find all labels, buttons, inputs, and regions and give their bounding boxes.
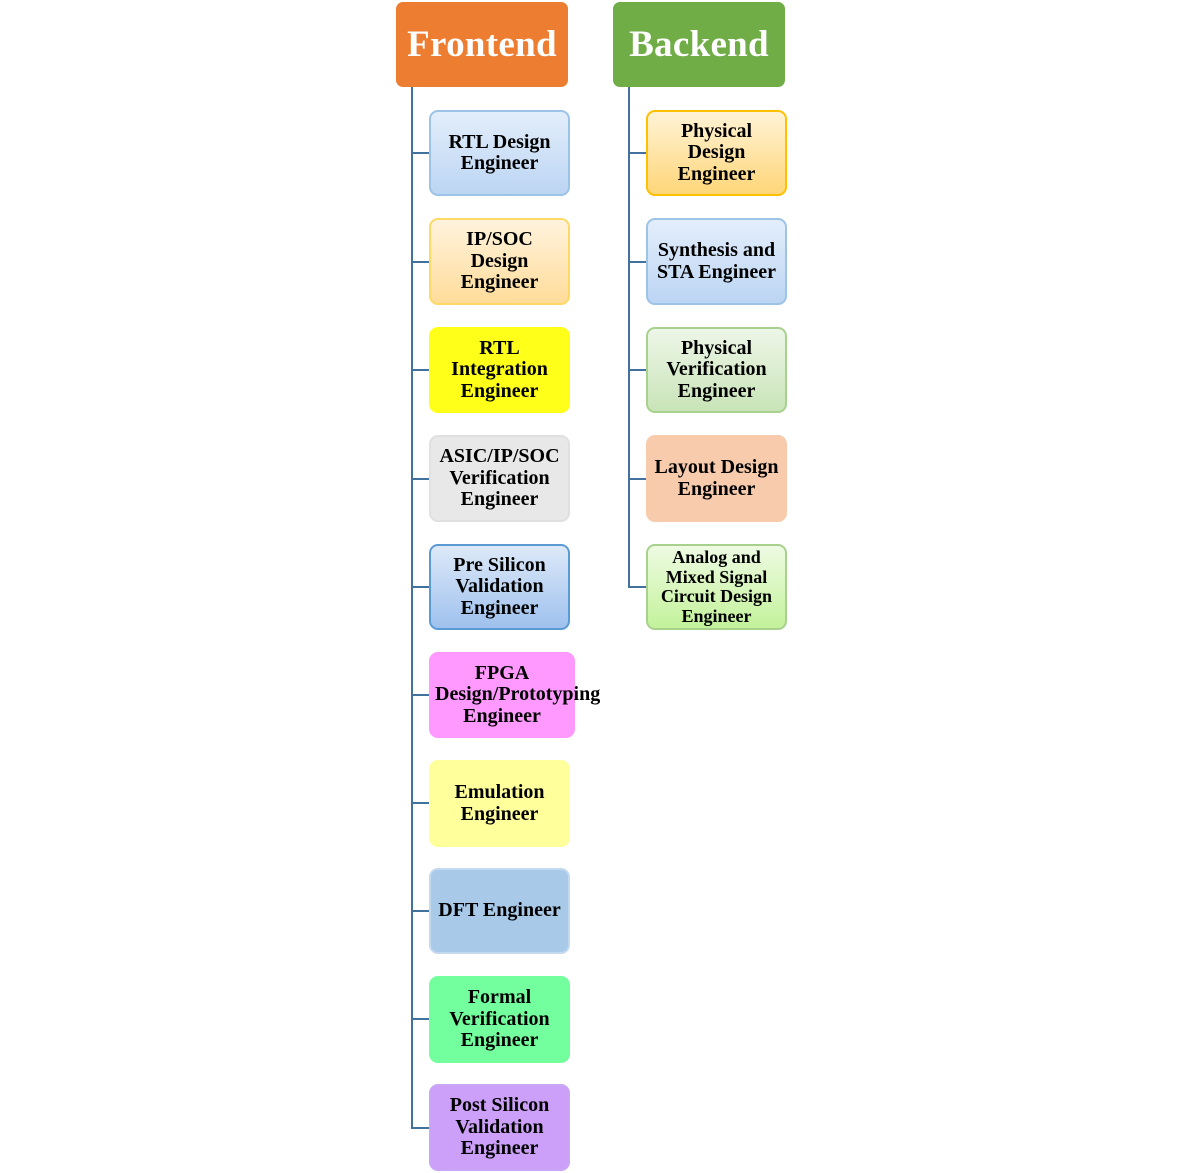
node-label: Post Silicon Validation Engineer xyxy=(449,1094,550,1160)
backend-header: Backend xyxy=(613,2,785,87)
frontend-branch-line xyxy=(411,478,430,480)
node-label: RTL Integration Engineer xyxy=(451,336,548,402)
frontend-node-rtl-design: RTL Design Engineer xyxy=(429,110,570,196)
frontend-node-emulation: Emulation Engineer xyxy=(429,760,570,847)
frontend-node-dft: DFT Engineer xyxy=(429,868,570,954)
node-label: Pre Silicon Validation Engineer xyxy=(453,553,546,619)
node-label: FPGA Design/Prototyping Engineer xyxy=(435,661,601,727)
frontend-trunk-line xyxy=(411,87,413,1129)
frontend-branch-line xyxy=(411,910,430,912)
frontend-branch-line xyxy=(411,802,430,804)
node-label: Analog and Mixed Signal Circuit Design E… xyxy=(660,547,773,626)
node-label: RTL Design Engineer xyxy=(448,130,551,174)
backend-header-label: Backend xyxy=(629,24,769,65)
node-label: ASIC/IP/SOC Verification Engineer xyxy=(439,445,560,511)
backend-node-physical-design: Physical Design Engineer xyxy=(646,110,787,196)
frontend-header-label: Frontend xyxy=(407,24,557,65)
backend-node-physical-verification: Physical Verification Engineer xyxy=(646,327,787,413)
backend-branch-line xyxy=(628,261,647,263)
node-label: Formal Verification Engineer xyxy=(449,986,550,1052)
frontend-branch-line xyxy=(411,369,430,371)
frontend-node-formal-verification: Formal Verification Engineer xyxy=(429,976,570,1063)
backend-node-layout-design: Layout Design Engineer xyxy=(646,435,787,522)
node-label: Layout Design Engineer xyxy=(654,456,779,500)
frontend-branch-line xyxy=(411,1018,430,1020)
node-label: Emulation Engineer xyxy=(454,781,545,825)
frontend-branch-line xyxy=(411,694,430,696)
backend-node-synthesis-sta: Synthesis and STA Engineer xyxy=(646,218,787,305)
backend-branch-line xyxy=(628,152,647,154)
frontend-node-fpga-prototyping: FPGA Design/Prototyping Engineer xyxy=(429,652,601,738)
frontend-branch-line xyxy=(411,152,430,154)
node-label: DFT Engineer xyxy=(438,899,561,922)
backend-branch-line xyxy=(628,369,647,371)
frontend-branch-line xyxy=(411,586,430,588)
frontend-node-post-silicon-validation: Post Silicon Validation Engineer xyxy=(429,1084,570,1171)
frontend-node-pre-silicon-validation: Pre Silicon Validation Engineer xyxy=(429,544,570,630)
node-label: Synthesis and STA Engineer xyxy=(656,239,777,283)
backend-trunk-line xyxy=(628,87,630,588)
backend-branch-line xyxy=(628,586,647,588)
frontend-branch-line xyxy=(411,261,430,263)
frontend-header: Frontend xyxy=(396,2,568,87)
frontend-node-rtl-integration: RTL Integration Engineer xyxy=(429,327,570,413)
frontend-node-asic-verification: ASIC/IP/SOC Verification Engineer xyxy=(429,435,570,522)
backend-node-analog-mixed-signal: Analog and Mixed Signal Circuit Design E… xyxy=(646,544,787,630)
node-label: Physical Verification Engineer xyxy=(666,336,767,402)
frontend-node-ip-soc-design: IP/SOC Design Engineer xyxy=(429,218,570,305)
node-label: Physical Design Engineer xyxy=(677,119,756,185)
frontend-branch-line xyxy=(411,1127,430,1129)
node-label: IP/SOC Design Engineer xyxy=(460,228,539,294)
backend-branch-line xyxy=(628,478,647,480)
